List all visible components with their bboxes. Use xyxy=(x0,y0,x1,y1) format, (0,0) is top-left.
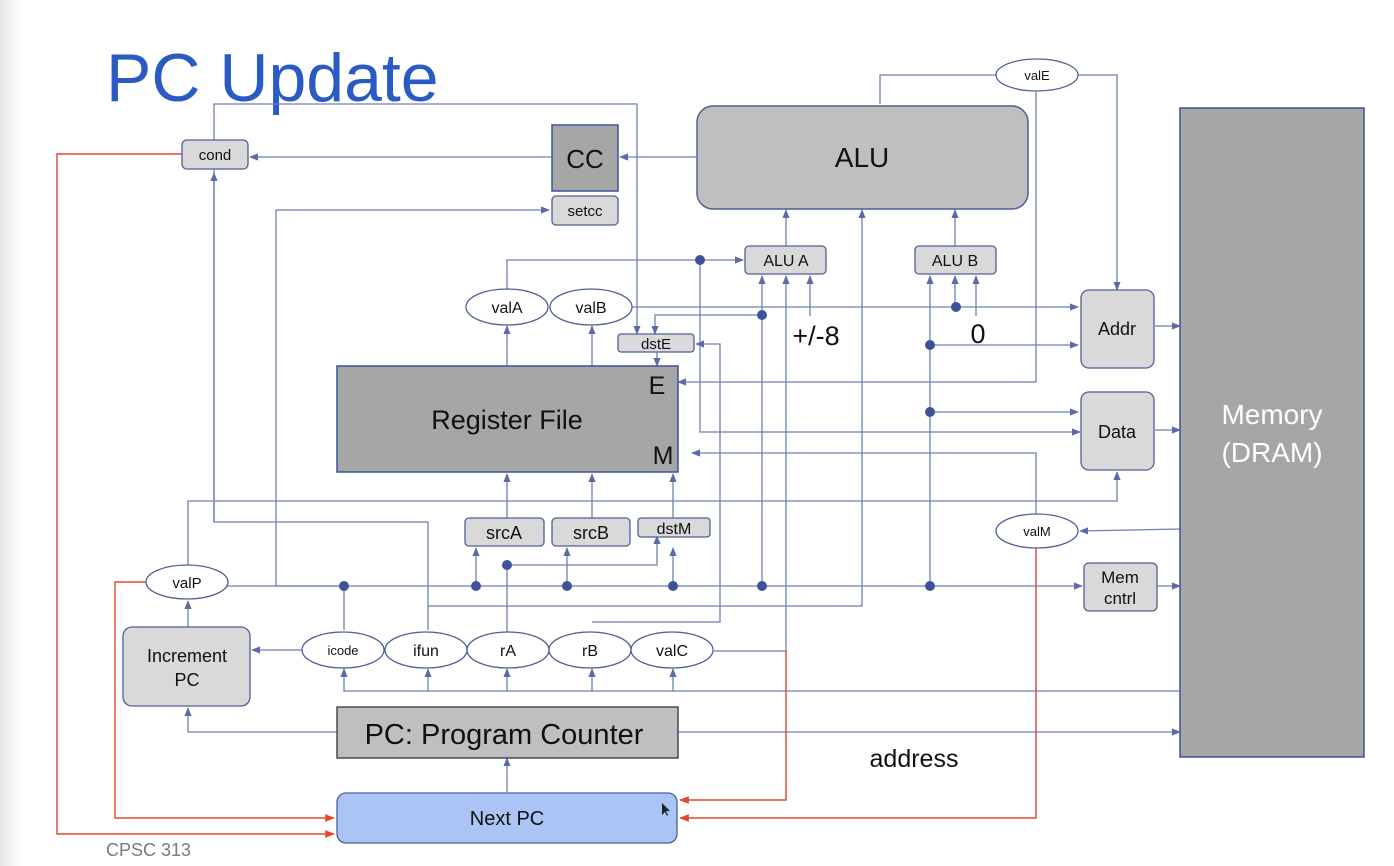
increment-pc-block: Increment PC xyxy=(122,626,251,707)
left-edge-shade xyxy=(0,0,22,866)
dstm-label: dstM xyxy=(657,521,692,538)
register-file-block: Register File E M xyxy=(336,365,679,473)
wire-ra-to-dste xyxy=(651,314,762,335)
valp-signal: valP xyxy=(145,564,229,600)
wire-vala-to-alua xyxy=(506,256,744,290)
memory-label-line2: (DRAM) xyxy=(1221,437,1322,468)
icode-signal: icode xyxy=(301,631,385,669)
setcc-block: setcc xyxy=(551,195,619,226)
srca-label: srcA xyxy=(486,523,522,543)
program-counter-block: PC: Program Counter xyxy=(336,706,679,759)
red-valm-to-nextpc xyxy=(679,548,1037,822)
rb-label: rB xyxy=(582,643,598,660)
dste-block: dstE xyxy=(617,333,695,353)
wire-memory-to-valm xyxy=(1079,527,1181,535)
mem-cntrl-block: Mem cntrl xyxy=(1083,562,1158,612)
vale-signal: valE xyxy=(995,58,1079,92)
valc-label: valC xyxy=(656,643,688,660)
rb-signal: rB xyxy=(548,631,632,669)
alu-block: ALU xyxy=(696,105,1029,210)
alu-b-block: ALU B xyxy=(914,245,997,275)
wire-rb-to-dste xyxy=(592,340,721,623)
ifun-label: ifun xyxy=(413,643,439,660)
data-label: Data xyxy=(1098,422,1137,442)
setcc-label: setcc xyxy=(567,203,603,220)
srca-block: srcA xyxy=(464,517,545,547)
srcb-block: srcB xyxy=(551,517,631,547)
next-pc-label: Next PC xyxy=(470,808,544,830)
wire-valc-to-alua xyxy=(714,275,790,652)
data-block: Data xyxy=(1080,391,1155,471)
slide-title: PC Update xyxy=(106,40,439,116)
address-label: address xyxy=(870,745,959,773)
wires-red xyxy=(56,153,1037,838)
mem-cntrl-label-line2: cntrl xyxy=(1104,589,1136,608)
memory-label-line1: Memory xyxy=(1221,399,1322,430)
next-pc-block: Next PC xyxy=(336,792,678,844)
alu-a-label: ALU A xyxy=(763,253,809,270)
wire-valm-to-regfile-m xyxy=(691,449,1037,514)
port-m-label: M xyxy=(653,442,674,470)
zero-label: 0 xyxy=(970,319,985,349)
valm-signal: valM xyxy=(995,513,1079,549)
port-e-label: E xyxy=(649,372,666,400)
valm-label: valM xyxy=(1023,524,1050,539)
junction-dots xyxy=(339,255,961,591)
wire-memory-to-fields xyxy=(340,668,1180,692)
srcb-label: srcB xyxy=(573,523,609,543)
increment-pc-label-line2: PC xyxy=(174,670,199,690)
wire-pc-to-incpc xyxy=(184,707,337,733)
addr-block: Addr xyxy=(1080,289,1155,369)
icode-label: icode xyxy=(327,643,358,658)
wire-ra-to-srca-dstm xyxy=(506,535,661,632)
valc-signal: valC xyxy=(630,631,714,669)
program-counter-label: PC: Program Counter xyxy=(365,719,644,751)
wire-valp-to-data xyxy=(187,471,1121,566)
ifun-signal: ifun xyxy=(384,631,468,669)
dste-label: dstE xyxy=(641,336,671,353)
register-file-label: Register File xyxy=(431,405,583,435)
cc-label: CC xyxy=(566,144,604,174)
alu-a-block: ALU A xyxy=(744,245,827,275)
alu-label: ALU xyxy=(835,142,889,173)
red-cond-to-nextpc xyxy=(56,153,335,838)
vala-label: valA xyxy=(491,300,522,317)
valb-signal: valB xyxy=(549,288,633,326)
vala-signal: valA xyxy=(465,288,549,326)
cond-block: cond xyxy=(181,139,249,170)
wire-alu-to-vale xyxy=(879,74,996,104)
red-valc-to-nextpc xyxy=(679,651,787,804)
red-valp-to-nextpc xyxy=(114,581,335,822)
addr-label: Addr xyxy=(1098,319,1136,339)
wire-ifun-to-alu xyxy=(428,209,866,607)
ra-label: rA xyxy=(500,643,516,660)
ra-signal: rA xyxy=(466,631,550,669)
cond-label: cond xyxy=(199,147,232,164)
increment-pc-label-line1: Increment xyxy=(147,646,227,666)
slide-footer: CPSC 313 xyxy=(106,840,192,860)
cc-block: CC xyxy=(551,124,619,192)
vale-label: valE xyxy=(1024,68,1050,83)
memory-block: Memory (DRAM) xyxy=(1179,107,1365,758)
valb-label: valB xyxy=(575,300,606,317)
wire-vale-to-regfile-e xyxy=(677,92,1037,386)
plus-minus-8-label: +/-8 xyxy=(792,321,839,351)
dstm-block: dstM xyxy=(637,517,711,538)
valp-label: valP xyxy=(172,575,201,592)
mem-cntrl-label-line1: Mem xyxy=(1101,568,1139,587)
wire-vala-to-data xyxy=(699,260,1081,436)
mouse-cursor-icon xyxy=(662,803,670,816)
wire-vale-to-addr xyxy=(1078,74,1121,291)
alu-b-label: ALU B xyxy=(932,253,978,270)
